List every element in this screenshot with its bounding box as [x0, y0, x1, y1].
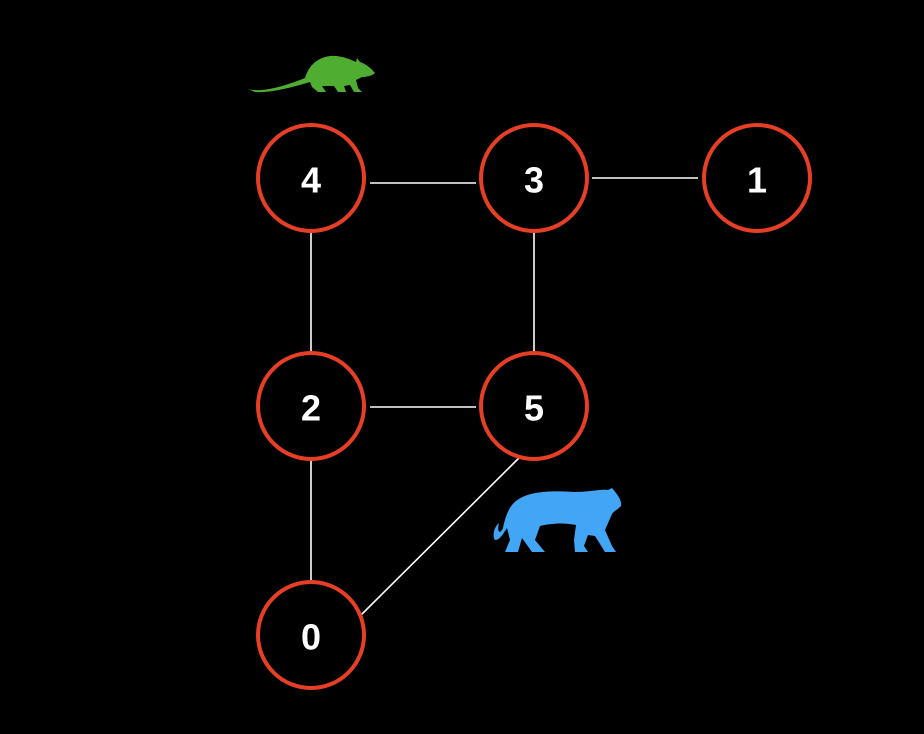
node-label: 4 [301, 160, 321, 201]
node-label: 1 [747, 160, 767, 201]
node-label: 2 [301, 388, 321, 429]
node-label: 5 [524, 388, 544, 429]
node-label: 0 [301, 617, 321, 658]
node-0: 0 [256, 580, 366, 690]
node-1: 1 [702, 123, 812, 233]
node-label: 3 [524, 160, 544, 201]
node-5: 5 [479, 351, 589, 461]
mouse-icon [248, 55, 375, 93]
edge-5-0 [356, 454, 523, 620]
node-3: 3 [479, 123, 589, 233]
tiger-icon [493, 488, 622, 552]
edges [310, 177, 698, 620]
node-2: 2 [256, 351, 366, 461]
node-4: 4 [256, 123, 366, 233]
